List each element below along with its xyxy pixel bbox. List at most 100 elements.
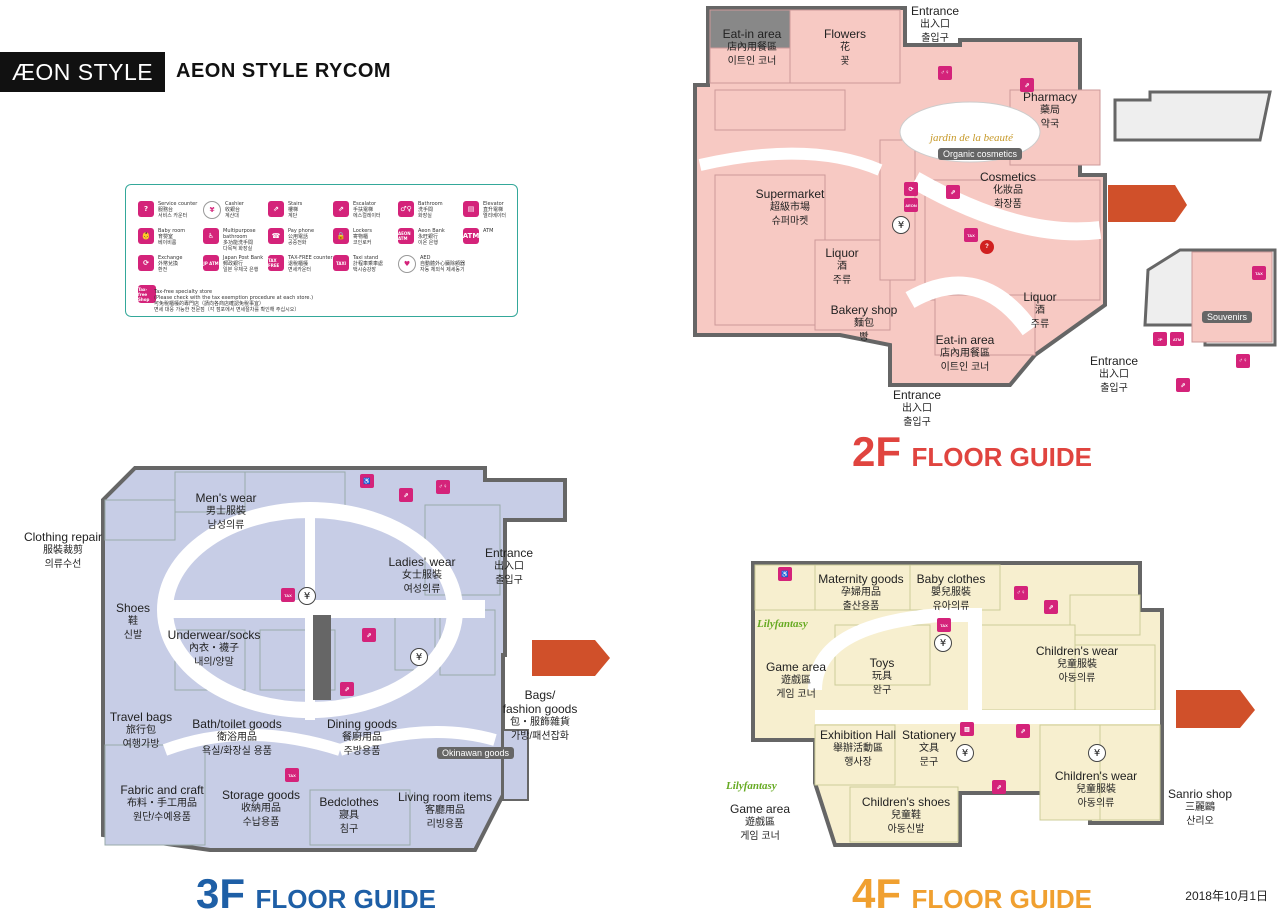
tax-free-icon: TAX [937, 618, 951, 632]
legend-icon: ⇗ [333, 201, 349, 217]
lilyfantasy-logo: Lilyfantasy [757, 618, 808, 630]
legend-icon: ¥ [203, 201, 221, 219]
legend-item: 👶Baby room 育嬰室 베이비룸 [138, 228, 185, 246]
atm-icon: ATM [1170, 332, 1184, 346]
escalator-icon: ⇗ [399, 488, 413, 502]
legend-item: ▤Elevator 直升電梯 엘리베이터 [463, 201, 506, 219]
baby-room-icon: ♿ [778, 567, 792, 581]
legend-item: ♂♀Bathroom 洗手間 화장실 [398, 201, 443, 219]
floor4-title: 4F FLOOR GUIDE [852, 870, 1093, 917]
tax-free-icon: TAX [1252, 266, 1266, 280]
legend-item: ¥Cashier 收銀台 계산대 [203, 201, 244, 219]
souvenirs-label: Souvenirs [1202, 311, 1253, 323]
floor3-void [313, 615, 331, 700]
organic-cosmetics-label: Organic cosmetics [938, 148, 1023, 160]
legend-text: Cashier 收銀台 계산대 [225, 201, 244, 219]
legend-text: Aeon Bank 永旺銀行 이온 은행 [418, 228, 445, 246]
cashier-icon: ¥ [298, 587, 316, 605]
escalator-icon: ⇗ [1176, 378, 1190, 392]
bathroom-icon: ♂♀ [436, 480, 450, 494]
floor2-map [693, 6, 1277, 387]
escalator-icon: ⇗ [1020, 78, 1034, 92]
legend-item: ?Service counter 服務台 서비스 카운터 [138, 201, 197, 219]
service-counter-icon: ? [980, 240, 994, 254]
exchange-icon: ⟳ [904, 182, 918, 196]
legend-text: Japan Post Bank 郵政銀行 일본 우체국 은행 [223, 255, 264, 273]
lilyfantasy-logo: Lilyfantasy [726, 780, 777, 792]
floor2-title: 2F FLOOR GUIDE [852, 428, 1093, 475]
legend-item: ♿Multipurpose bathroom 多功能洗手間 다목적 화장실 [203, 228, 256, 252]
legend-icon: ? [138, 201, 154, 217]
legend-item: ⇗ Stairs 樓梯 계단 [268, 201, 302, 219]
okinawan-goods-label: Okinawan goods [437, 747, 515, 759]
legend-text: Baby room 育嬰室 베이비룸 [158, 228, 186, 246]
legend-item: ☎Pay phone 公用電話 공중전화 [268, 228, 314, 246]
legend-text: Exchange 外幣兌換 환전 [158, 255, 183, 273]
legend-item: ⟳Exchange 外幣兌換 환전 [138, 255, 182, 273]
legend-item: ⇗Escalator 手扶電梯 에스컬레이터 [333, 201, 381, 219]
tax-free-icon: TAX [281, 588, 295, 602]
legend-text: Stairs 樓梯 계단 [288, 201, 303, 219]
floor3-title: 3F FLOOR GUIDE [196, 870, 437, 917]
aeon-atm-icon: AEON [904, 198, 918, 212]
legend-text: Escalator 手扶電梯 에스컬레이터 [353, 201, 381, 219]
cashier-icon: ¥ [956, 744, 974, 762]
legend-item: 🔒Lockers 寄物櫃 코인로커 [333, 228, 372, 246]
legend-text: Multipurpose bathroom 多功能洗手間 다목적 화장실 [223, 228, 256, 252]
locker-icon: ▥ [960, 722, 974, 736]
legend-icon: TAX FREE [268, 255, 284, 271]
tax-free-icon: TAX [964, 228, 978, 242]
escalator-icon: ⇗ [1016, 724, 1030, 738]
cashier-icon: ¥ [1088, 744, 1106, 762]
legend-icon: ATM [463, 228, 479, 244]
escalator-icon: ⇗ [340, 682, 354, 696]
floor3-map [101, 466, 610, 852]
legend-text: Taxi stand 計程車乘車處 택시승강장 [353, 255, 384, 273]
escalator-icon: ⇗ [992, 780, 1006, 794]
aeon-style-logo: ÆON STYLE [0, 52, 165, 92]
bathroom-icon: ♂♀ [1236, 354, 1250, 368]
floor2-next-arrow [1108, 185, 1187, 222]
legend-text: TAX-FREE counter 退稅櫃檯 면세카운터 [288, 255, 333, 273]
legend-icon: ♥ [398, 255, 416, 273]
legend-icon: JP ATM [203, 255, 219, 271]
legend-icon: 👶 [138, 228, 154, 244]
store-name: AEON STYLE RYCOM [176, 60, 392, 82]
legend-item: ATM ATM [463, 228, 493, 244]
legend-text: ATM [483, 228, 494, 234]
jardin-logo: jardin de la beauté [930, 132, 1013, 144]
legend-icon: ☎ [268, 228, 284, 244]
escalator-icon: ⇗ [946, 185, 960, 199]
legend-icon: ⇗ [268, 201, 284, 217]
bathroom-icon: ♂♀ [1014, 586, 1028, 600]
legend-icon: TAXI [333, 255, 349, 271]
legend-icon: ⟳ [138, 255, 154, 271]
escalator-icon: ⇗ [1044, 600, 1058, 614]
legend-text: Elevator 直升電梯 엘리베이터 [483, 201, 507, 219]
legend-text: AED 自動體外心臟除顫器 자동 체외식 제세동기 [420, 255, 466, 273]
baby-room-icon: ♿ [360, 474, 374, 488]
